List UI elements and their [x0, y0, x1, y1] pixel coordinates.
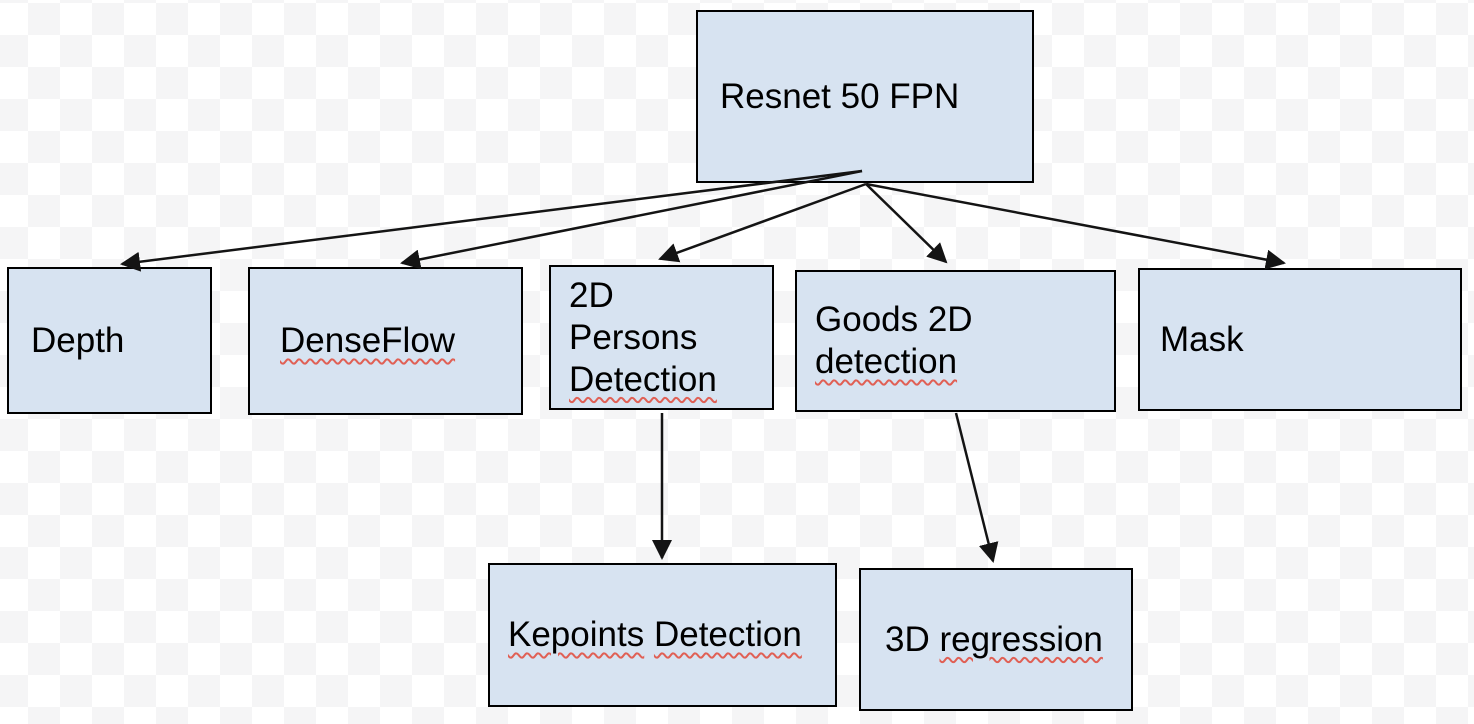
edge-resnet-depth: [120, 169, 863, 272]
node-depth: Depth: [7, 267, 212, 414]
node-label-word: Kepoints: [508, 615, 645, 654]
node-label: 3D regression: [885, 619, 1103, 661]
edge-resnet-goods-2d: [865, 183, 948, 264]
node-label-line: detection: [815, 342, 958, 381]
edge-goods-3d-regression: [954, 412, 999, 563]
node-label: DenseFlow: [280, 321, 456, 360]
node-label: Mask: [1160, 319, 1244, 359]
node-label-line: Persons: [569, 317, 698, 357]
node-label-word: Detection: [653, 615, 802, 654]
node-label-line: Detection: [569, 359, 717, 399]
node-mask: Mask: [1138, 268, 1462, 411]
node-2d-persons-detection: 2D Persons Detection: [549, 265, 774, 410]
node-label: Depth: [31, 320, 125, 360]
node-resnet-50-fpn: Resnet 50 FPN: [696, 10, 1034, 183]
node-label: Kepoints Detection: [508, 614, 802, 656]
node-goods-2d-detection: Goods 2D detection: [795, 270, 1116, 412]
edge-resnet-denseflow: [400, 169, 863, 270]
node-label-line: 2D: [569, 275, 614, 315]
node-label-word: regression: [939, 619, 1103, 659]
edge-resnet-2d-persons: [658, 182, 867, 263]
edge-resnet-mask: [865, 182, 1286, 270]
node-denseflow: DenseFlow: [248, 267, 523, 415]
node-label-line: Goods 2D: [815, 300, 973, 339]
node-label: Resnet 50 FPN: [720, 76, 960, 116]
node-kepoints-detection: Kepoints Detection: [488, 563, 837, 707]
node-3d-regression: 3D regression: [859, 568, 1133, 711]
node-label-word: 3D: [885, 619, 930, 659]
